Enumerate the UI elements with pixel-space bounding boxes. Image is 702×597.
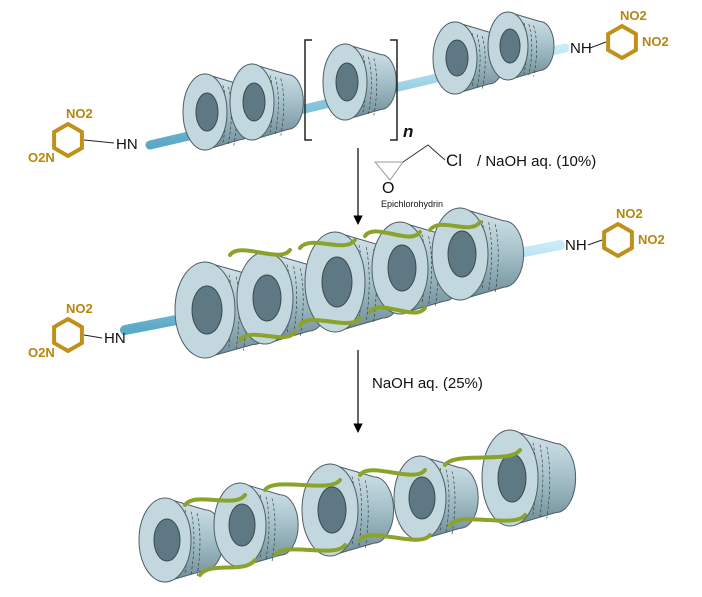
crosslink [298,238,357,250]
crosslink [228,248,292,257]
nitro-label: NO2 [620,8,647,23]
cyclodextrin-ring [481,429,577,527]
benzene-ring [606,23,638,61]
cyclodextrin-ring [138,497,224,583]
amine-label: NH [565,237,587,254]
benzene-ring [52,316,84,354]
step2-condition: NaOH aq. (25%) [372,375,483,392]
epichlorohydrin-structure [373,144,446,181]
epoxide-oxygen-label: O [382,180,394,197]
nitro-label: NO2 [66,106,93,121]
amine-label: HN [116,136,138,153]
crosslink [358,533,432,542]
nitro-label: NO2 [616,206,643,221]
crosslink [198,558,257,577]
cyclodextrin-ring [301,463,395,557]
cyclodextrin-ring [229,63,304,141]
chlorine-label: Cl [446,151,462,170]
cyclodextrin-ring [322,43,397,121]
nitro-label: O2N [28,150,55,165]
cyclodextrin-ring [393,455,479,541]
crosslink [238,330,297,342]
repeat-n: n [403,122,413,141]
reagent-name: Epichlorohydrin [381,199,443,209]
cyclodextrin-ring [487,11,555,81]
amine-label: NH [570,40,592,57]
nitro-label: O2N [28,345,55,360]
crosslink [443,448,522,467]
crosslink [368,305,427,315]
benzene-ring [602,221,634,259]
crosslink [298,316,362,327]
repeat-bracket [304,39,398,141]
nitro-label: NO2 [642,34,669,49]
nitro-label: NO2 [638,232,665,247]
benzene-ring [52,121,84,159]
crosslink [263,478,342,492]
crosslink [363,229,422,239]
crosslink [448,513,527,527]
crosslink [358,468,427,477]
cyclodextrin-ring [213,482,299,568]
step1-condition: / NaOH aq. (10%) [477,153,596,170]
cyclodextrin-ring [432,21,505,95]
cyclodextrin-ring [431,207,525,301]
amine-label: HN [104,330,126,347]
crosslink [183,493,247,507]
crosslink [428,220,482,232]
nitro-label: NO2 [66,301,93,316]
crosslink [273,543,347,557]
